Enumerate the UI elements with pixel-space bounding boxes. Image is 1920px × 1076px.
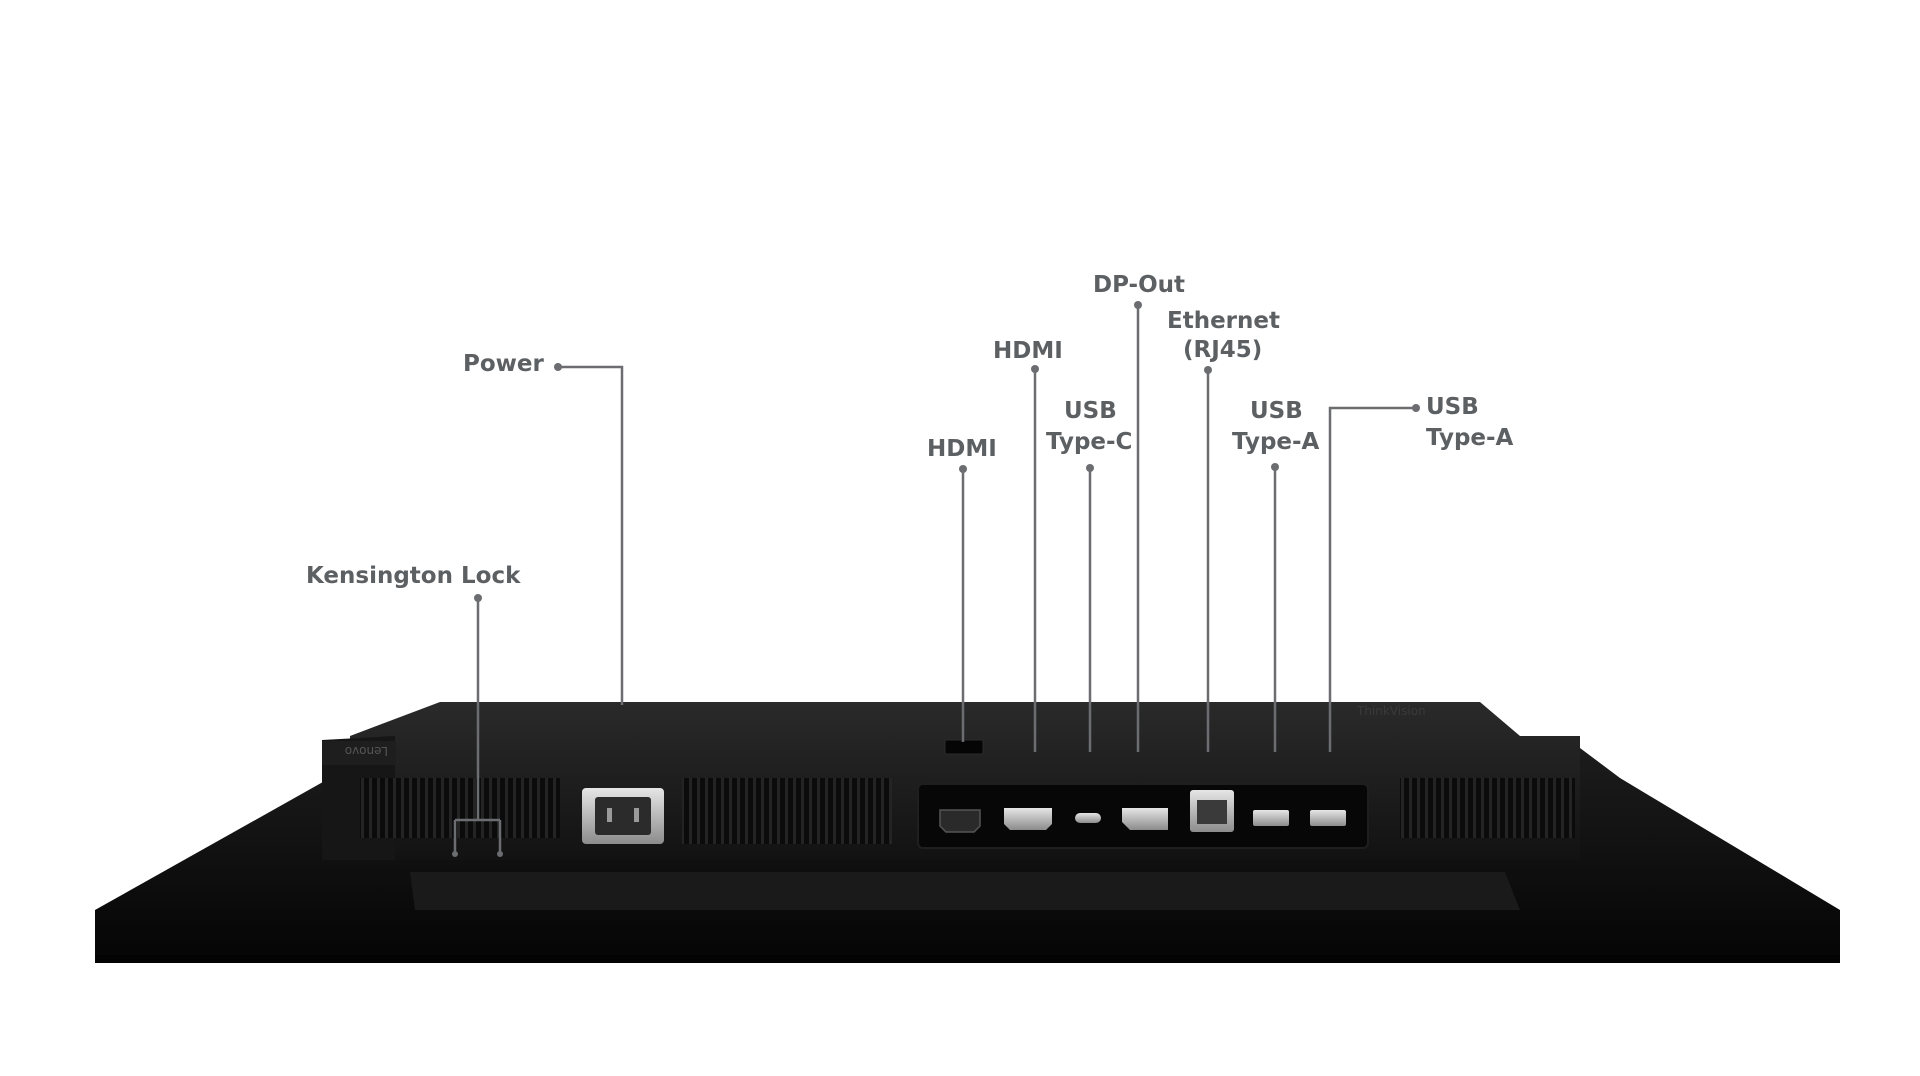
label-power: Power (463, 351, 545, 377)
leader-power (558, 365, 624, 705)
usb-a-2-shape (1310, 810, 1346, 826)
label-hdmi-1: HDMI (927, 436, 997, 462)
dot-usb-a-2 (1412, 404, 1420, 412)
label-usb-a-1-line2: Type-A (1232, 429, 1320, 455)
port-usb-a-2 (1310, 810, 1346, 826)
leader-kensington (453, 600, 502, 852)
lower-lip-bar (410, 872, 1520, 910)
label-usb-a-1-line1: USB (1250, 398, 1303, 424)
power-pin-right (634, 808, 639, 822)
label-kensington-lock: Kensington Lock (306, 563, 521, 589)
dot-hdmi-2 (1031, 365, 1039, 373)
power-inlet-socket (595, 797, 651, 835)
port-usb-c (1075, 813, 1101, 823)
label-usb-c-line2: Type-C (1046, 429, 1132, 455)
power-inlet (582, 788, 664, 844)
port-hdmi-2 (1004, 808, 1052, 830)
port-ethernet (1190, 790, 1234, 832)
monitor-bottom-edge (95, 955, 1840, 963)
usb-a-1-shape (1253, 810, 1289, 826)
label-dp-out: DP-Out (1093, 272, 1185, 298)
label-hdmi-2: HDMI (993, 338, 1063, 364)
label-usb-a-2-line1: USB (1426, 394, 1479, 420)
brand-text: ThinkVision (1356, 704, 1426, 718)
dot-ethernet (1204, 366, 1212, 374)
dot-power (554, 363, 562, 371)
leader-lines (452, 301, 1420, 857)
kensington-slot (944, 739, 984, 755)
hdmi-1-shape (939, 809, 981, 833)
labels: Kensington Lock Power HDMI HDMI USB Type… (306, 272, 1514, 589)
lenovo-logo-text: Lenovo (345, 744, 388, 758)
label-ethernet-line2: (RJ45) (1183, 337, 1262, 363)
lenovo-logo-plate (322, 741, 396, 765)
label-ethernet-line1: Ethernet (1167, 308, 1280, 334)
dot-kensington (474, 594, 482, 602)
dot-usb-a-1 (1271, 463, 1279, 471)
dp-out-shape (1122, 808, 1168, 830)
label-usb-a-2-line2: Type-A (1426, 425, 1514, 451)
power-pin-left (607, 808, 612, 822)
port-hdmi-1 (939, 809, 981, 833)
port-usb-a-1 (1253, 810, 1289, 826)
leader-usb-a-2 (1328, 406, 1416, 752)
ethernet-socket (1197, 800, 1227, 824)
port-dp-out (1122, 808, 1168, 830)
dot-hdmi-1 (959, 465, 967, 473)
dot-dp-out (1134, 301, 1142, 309)
usb-c-shape (1075, 813, 1101, 823)
vent-left-1 (360, 778, 560, 838)
dot-usb-c (1086, 464, 1094, 472)
vent-left-2 (682, 778, 892, 844)
dot-kensington-b (497, 851, 503, 857)
dot-kensington-a (452, 851, 458, 857)
label-usb-c-line1: USB (1064, 398, 1117, 424)
vent-right (1400, 778, 1575, 838)
hdmi-2-shape (1004, 808, 1052, 830)
